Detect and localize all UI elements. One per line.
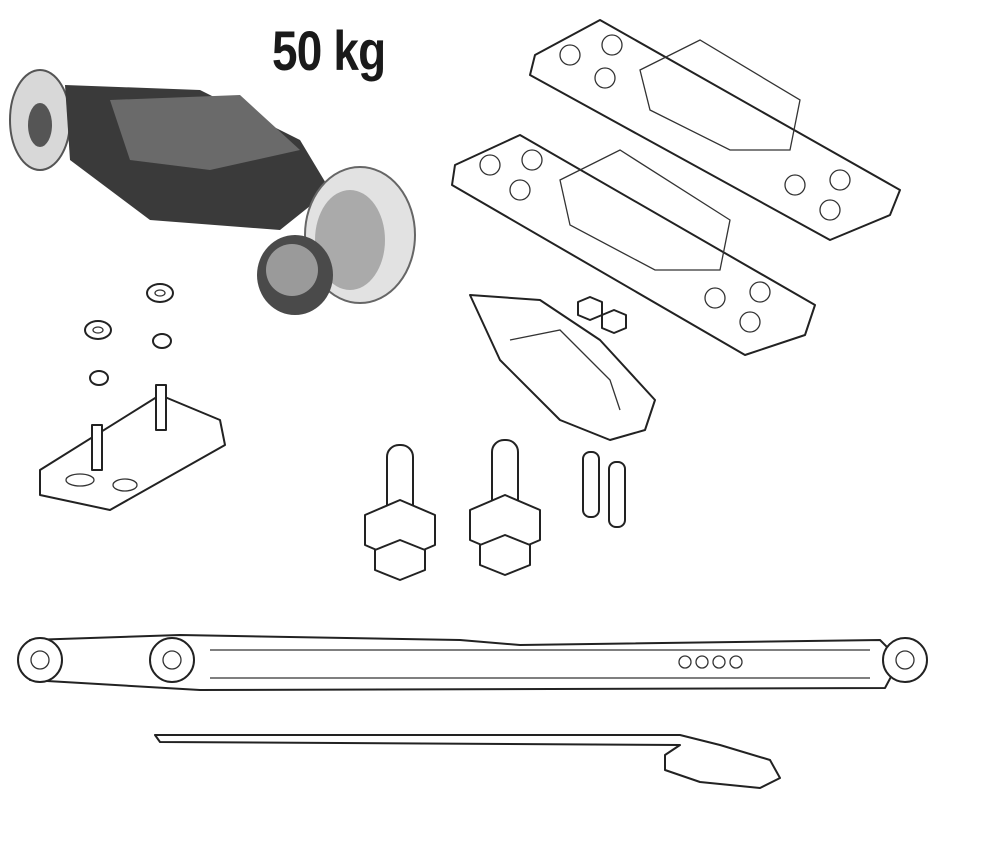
rail-arm [17, 634, 928, 691]
mounting-plate-top [529, 19, 901, 241]
latch-catch [469, 294, 656, 441]
connecting-rod [154, 734, 781, 789]
roller-carriage [9, 69, 416, 315]
mounting-plate-bottom [451, 134, 816, 356]
load-capacity-label: 50 kg [272, 19, 386, 82]
washers [84, 283, 627, 386]
bolts-and-pins [364, 439, 626, 581]
guide-bracket [39, 384, 226, 511]
